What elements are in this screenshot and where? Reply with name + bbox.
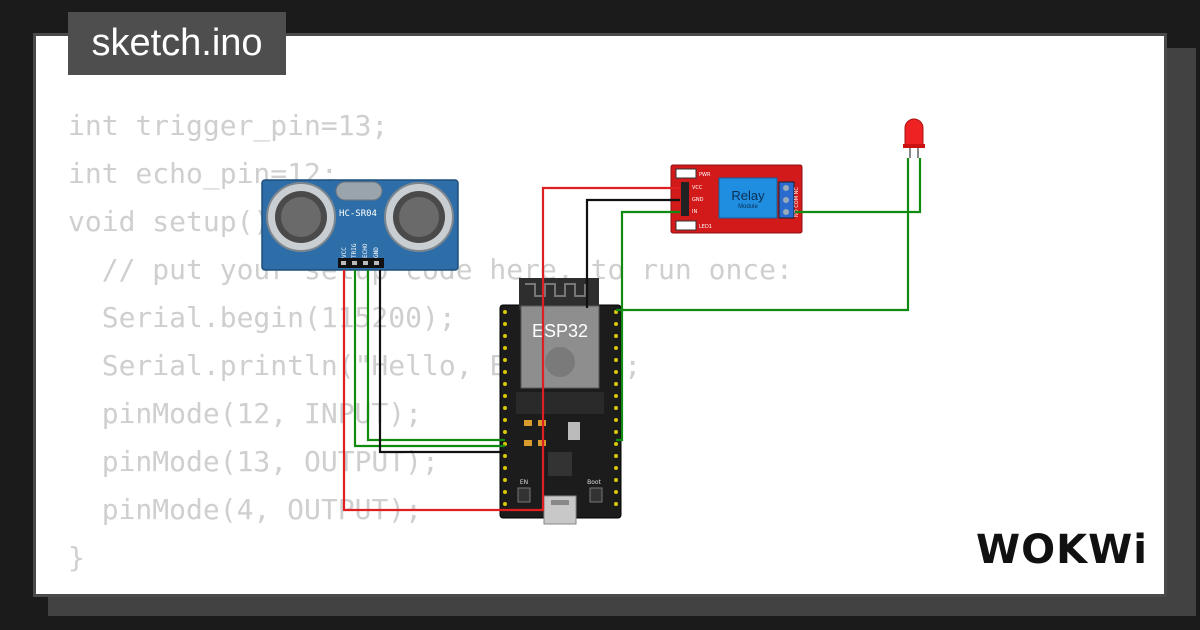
sensor-label: HC-SR04: [339, 209, 377, 219]
sensor-pin-label: ECHO: [362, 243, 369, 258]
code-line: }: [68, 541, 85, 574]
relay-title: Relay: [731, 188, 765, 203]
code-line: pinMode(12, INPUT);: [68, 397, 423, 430]
relay-led-label: LED1: [699, 224, 712, 230]
sensor-pin-label: GND: [373, 247, 380, 258]
code-line: long readDistance() {: [68, 582, 793, 594]
ultrasonic-sensor[interactable]: HC-SR04 VCC TRIG ECHO GND: [261, 179, 459, 271]
red-led[interactable]: [903, 118, 925, 158]
code-line: pinMode(13, OUTPUT);: [68, 445, 439, 478]
sensor-pin-label: TRIG: [351, 243, 358, 258]
wokwi-logo: WOKWi: [976, 527, 1148, 573]
wire-gnd-sensor: [378, 270, 505, 454]
wire-trig: [353, 270, 505, 448]
relay-led-label: PWR: [699, 172, 711, 178]
wire-relay-in: [616, 210, 680, 442]
esp32-label: ESP32: [532, 321, 588, 341]
esp32-board[interactable]: ESP32 EN Boot: [499, 278, 622, 525]
wires: [342, 158, 922, 512]
wire-vcc: [342, 186, 680, 512]
file-tab[interactable]: sketch.ino: [68, 12, 286, 75]
relay-module[interactable]: Relay Module NO COM NC PWR LED1 VCC GND …: [670, 164, 803, 234]
code-line: int trigger_pin=13;: [68, 109, 389, 142]
sensor-pin-label: VCC: [341, 247, 348, 258]
code-line: pinMode(4, OUTPUT);: [68, 493, 423, 526]
relay-subtitle: Module: [738, 204, 758, 210]
boot-button-label: Boot: [587, 479, 601, 486]
relay-pin-label: IN: [692, 209, 697, 215]
relay-pin-label: GND: [692, 197, 704, 203]
wire-led-anode: [795, 158, 922, 214]
wire-gnd-relay: [585, 198, 680, 308]
relay-pin-label: VCC: [692, 185, 703, 191]
code-line: int echo_pin=12;: [68, 157, 338, 190]
code-line: Serial.begin(115200);: [68, 301, 456, 334]
relay-terminal-label: NO COM NC: [794, 187, 800, 217]
en-button-label: EN: [520, 479, 528, 486]
wire-echo: [366, 270, 505, 442]
wire-led-cathode: [616, 158, 910, 312]
